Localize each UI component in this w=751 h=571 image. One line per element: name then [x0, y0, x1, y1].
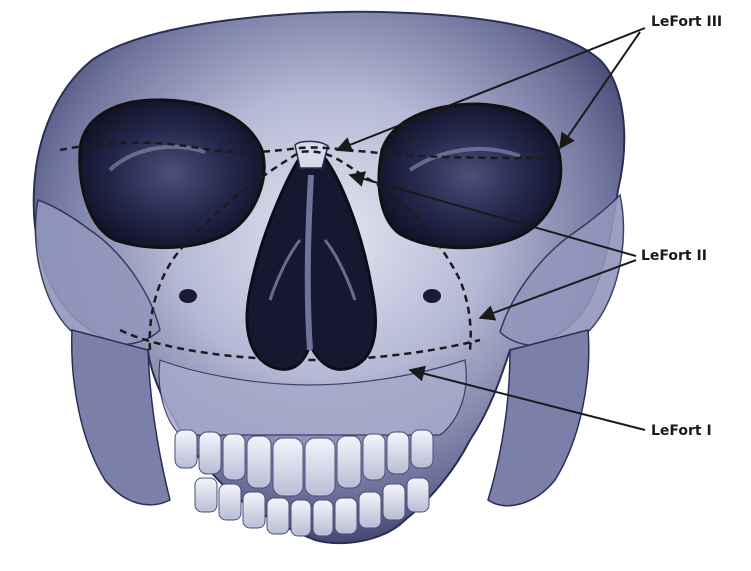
label-lefort-i: LeFort I [651, 424, 712, 438]
right-infraorbital-foramen [423, 289, 441, 303]
nasal-septum [308, 175, 311, 350]
left-infraorbital-foramen [179, 289, 197, 303]
nasal-bones [295, 141, 328, 168]
left-orbit [80, 100, 264, 248]
label-lefort-ii: LeFort II [641, 249, 707, 263]
label-lefort-iii: LeFort III [651, 15, 722, 29]
